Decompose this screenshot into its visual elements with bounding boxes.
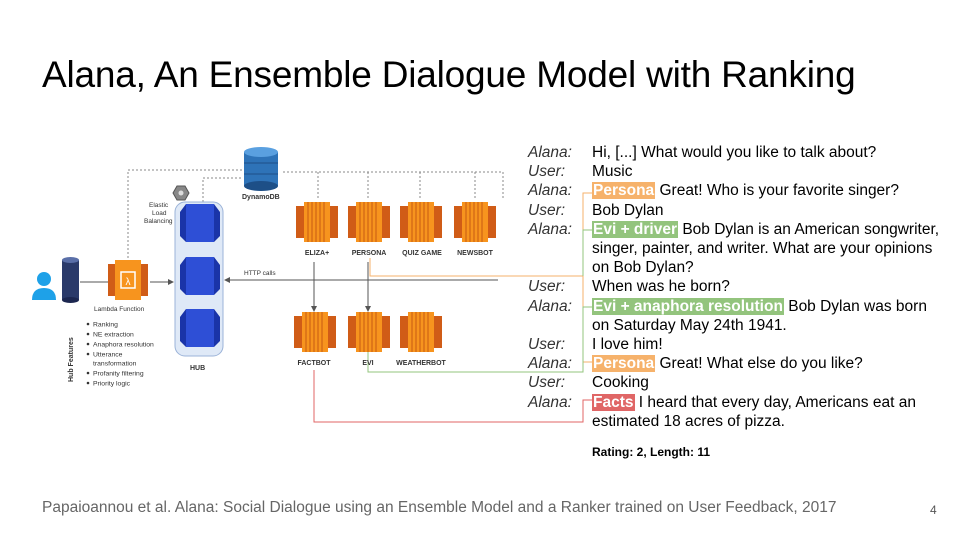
- bot-label-newsbot: NEWSBOT: [457, 250, 494, 257]
- speaker-label: User:: [528, 201, 566, 219]
- dialogue-turn: User: Bob Dylan: [528, 201, 958, 220]
- speaker-label: User:: [528, 374, 566, 392]
- hub-server-1: [180, 204, 220, 242]
- utterance-text: I love him!: [592, 336, 663, 354]
- elb-label-2: Load: [152, 210, 167, 217]
- persona-bot-icon: [347, 201, 391, 243]
- bot-label-factbot: FACTBOT: [297, 360, 331, 367]
- utterance: Facts I heard that every day, Americans …: [592, 393, 948, 431]
- utterance: Hi, [...] What would you like to talk ab…: [592, 143, 948, 162]
- speaker-label: User:: [528, 163, 566, 181]
- speaker-label: Alana:: [528, 220, 572, 238]
- hub-feature-item: Priority logic: [93, 381, 131, 388]
- bot-label-evi: EVI: [362, 360, 373, 367]
- utterance-text: When was he born?: [592, 278, 730, 296]
- speaker-label: User:: [528, 278, 566, 296]
- lambda-label: Lambda Function: [94, 306, 145, 313]
- citation-footer: Papaioannou et al. Alana: Social Dialogu…: [42, 499, 837, 516]
- hub-features-list: Ranking NE extraction Anaphora resolutio…: [86, 322, 154, 388]
- utterance: Evi + driver Bob Dylan is an American so…: [592, 220, 948, 278]
- dialogue-turn: User: When was he born?: [528, 277, 958, 296]
- response-source-tag: Evi + anaphora resolution: [592, 297, 784, 315]
- hub-features-title: Hub Features: [68, 337, 75, 382]
- page-number: 4: [930, 503, 937, 517]
- evi-bot-icon: [347, 311, 391, 353]
- svg-text:λ: λ: [126, 277, 131, 288]
- hub-feature-item: Anaphora resolution: [93, 342, 154, 349]
- bot-label-weatherbot: WEATHERBOT: [396, 360, 446, 367]
- utterance-text: Cooking: [592, 374, 649, 392]
- weatherbot-icon: [399, 311, 443, 353]
- response-source-tag: Persona: [592, 182, 656, 200]
- dialogue-turn: User: I love him!: [528, 335, 958, 354]
- response-source-tag: Facts: [592, 393, 635, 411]
- bot-label-quiz-game: QUIZ GAME: [402, 250, 442, 257]
- response-link-lines: [313, 192, 592, 423]
- dialogue-turn: Alana: Facts I heard that every day, Amer…: [528, 393, 958, 431]
- utterance: Evi + anaphora resolution Bob Dylan was …: [592, 297, 948, 335]
- http-calls-label: HTTP calls: [244, 270, 276, 277]
- dialogue-turn: Alana: Evi + driver Bob Dylan is an Ameri…: [528, 220, 958, 278]
- utterance: Music: [592, 162, 948, 181]
- utterance-text: Bob Dylan was born on Saturday May 24th …: [592, 297, 927, 334]
- speaker-label: Alana:: [528, 182, 572, 200]
- quiz-game-bot-icon: [399, 201, 443, 243]
- speaker-label: Alana:: [528, 355, 572, 373]
- speaker-label: Alana:: [528, 297, 572, 315]
- lambda-icon: λ: [108, 260, 148, 300]
- utterance-text: Hi, [...] What would you like to talk ab…: [592, 144, 877, 161]
- hub-feature-item: Ranking: [93, 322, 118, 329]
- dynamodb-icon: [244, 147, 278, 191]
- load-balancer-icon: [172, 185, 190, 201]
- bot-label-eliza: ELIZA+: [305, 250, 329, 257]
- utterance: I love him!: [592, 335, 948, 354]
- speaker-label: User:: [528, 336, 566, 354]
- speaker-label: Alana:: [528, 393, 572, 411]
- hub-feature-item: NE extraction: [93, 332, 134, 339]
- utterance-text: I heard that every day, Americans eat an…: [592, 393, 916, 430]
- utterance-text: Bob Dylan is an American songwriter, sin…: [592, 220, 940, 277]
- utterance: Persona Great! What else do you like?: [592, 354, 948, 373]
- response-source-tag: Persona: [592, 355, 656, 373]
- response-source-tag: Evi + driver: [592, 220, 679, 238]
- hub-feature-item: Utterance: [93, 352, 123, 359]
- dialogue-turn: Alana: Persona Great! What else do you li…: [528, 354, 958, 373]
- dialogue-turn: Alana: Evi + anaphora resolution Bob Dyla…: [528, 297, 958, 335]
- newsbot-icon: [453, 201, 497, 243]
- utterance: Cooking: [592, 373, 948, 392]
- bot-label-persona: PERSONA: [352, 250, 387, 257]
- dotted-connectors: [127, 169, 504, 258]
- dialogue-turn: User: Music: [528, 162, 958, 181]
- echo-device-icon: [62, 257, 79, 303]
- utterance: Persona Great! Who is your favorite sing…: [592, 181, 948, 200]
- dialogue-turn: Alana: Hi, [...] What would you like to t…: [528, 143, 958, 162]
- hub-server-3: [180, 309, 220, 347]
- utterance: Bob Dylan: [592, 201, 948, 220]
- factbot-icon: [293, 311, 337, 353]
- dialogue-turn: Alana: Persona Great! Who is your favorit…: [528, 181, 958, 200]
- dialogue-transcript: Alana: Hi, [...] What would you like to t…: [528, 143, 958, 431]
- elb-label-1: Elastic: [149, 202, 169, 209]
- utterance-text: Great! What else do you like?: [655, 355, 863, 373]
- hub-feature-item: transformation: [93, 361, 137, 368]
- utterance-text: Great! Who is your favorite singer?: [655, 182, 899, 200]
- utterance-text: Music: [592, 163, 633, 181]
- slide-title: Alana, An Ensemble Dialogue Model with R…: [42, 54, 856, 95]
- hub-server-2: [180, 257, 220, 295]
- speaker-label: Alana:: [528, 144, 572, 161]
- hub-feature-item: Profanity filtering: [93, 371, 144, 378]
- elb-label-3: Balancing: [144, 218, 173, 225]
- hub-label: HUB: [190, 365, 205, 372]
- utterance-text: Bob Dylan: [592, 201, 664, 219]
- rating-text: Rating: 2, Length: 11: [592, 445, 711, 459]
- http-calls-line: [224, 262, 498, 312]
- dialogue-turn: User: Cooking: [528, 373, 958, 392]
- utterance: When was he born?: [592, 277, 948, 296]
- dynamodb-label: DynamoDB: [242, 194, 280, 201]
- user-icon: [32, 272, 56, 300]
- eliza-bot-icon: [295, 201, 339, 243]
- hub-cluster: [174, 201, 224, 357]
